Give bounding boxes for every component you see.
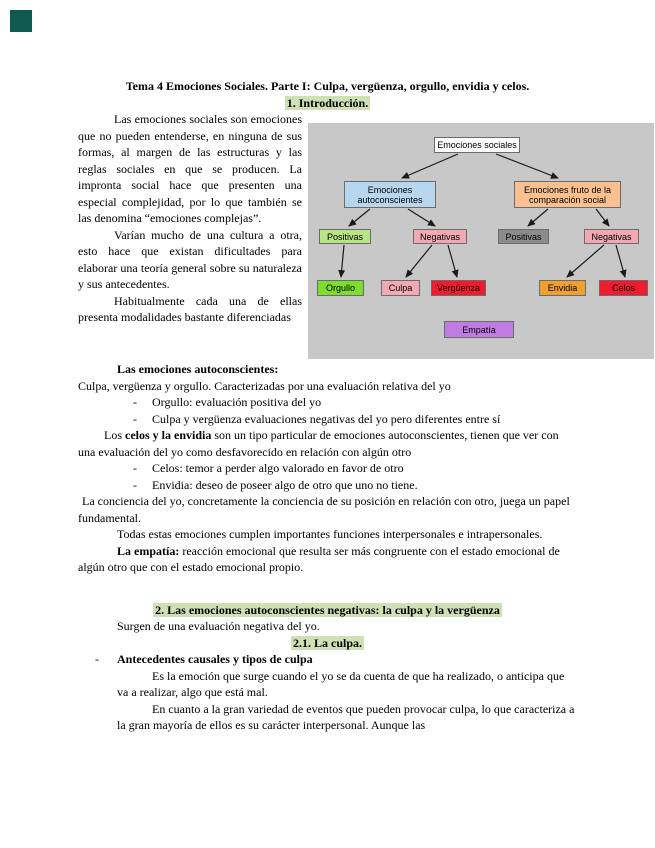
autoconscientes-heading: Las emociones autoconscientes: xyxy=(78,361,577,378)
diagram-node-verguenza: Vergüenza xyxy=(431,280,486,296)
list-item-text: Celos: temor a perder algo valorado en f… xyxy=(152,461,404,475)
intro-paragraph-1: Las emociones sociales son emociones que… xyxy=(78,112,302,225)
diagram-node-positivas-derecha: Positivas xyxy=(498,229,549,244)
list-item-text: Culpa y vergüenza evaluaciones negativas… xyxy=(152,411,501,426)
section-2-heading-row: 2. Las emociones autoconscientes negativ… xyxy=(78,602,577,619)
conciencia-paragraph: La conciencia del yo, concretamente la c… xyxy=(78,494,570,525)
section-2-1-heading: 2.1. La culpa. xyxy=(290,635,364,650)
list-item-text: Orgullo: evaluación positiva del yo xyxy=(152,395,322,409)
celos-envidia-post: son un tipo particular de emociones auto… xyxy=(78,428,559,459)
intro-paragraph-2: Varían mucho de una cultura a otra, esto… xyxy=(78,227,302,292)
vertical-spacer xyxy=(78,576,577,602)
diagram-node-celos: Celos xyxy=(599,280,648,296)
culpa-paragraph-1: Es la emoción que surge cuando el yo se … xyxy=(117,668,565,700)
diagram-node-orgullo: Orgullo xyxy=(317,280,364,296)
antecedentes-heading-text: Antecedentes causales y tipos de culpa xyxy=(117,652,313,666)
celos-envidia-bold: celos y la envidia xyxy=(125,428,212,442)
intro-paragraph-3: Habitualmente cada una de ellas presenta… xyxy=(78,293,302,325)
celos-envidia-paragraph: Los celos y la envidia son un tipo parti… xyxy=(78,427,577,460)
section-1-heading: 1. Introducción. xyxy=(284,95,371,110)
list-item-envidia: - Envidia: deseo de poseer algo de otro … xyxy=(78,477,577,494)
empatia-rest: reacción emocional que resulta ser más c… xyxy=(78,543,560,575)
autoconscientes-heading-text: Las emociones autoconscientes: xyxy=(117,362,279,376)
culpa-section-text: Es la emoción que surge cuando el yo se … xyxy=(117,668,577,734)
brand-logo-square xyxy=(10,10,32,32)
diagram-node-emociones-autoconscientes: Emociones autoconscientes xyxy=(344,181,436,208)
list-item-culpa-verguenza: - Culpa y vergüenza evaluaciones negativ… xyxy=(78,411,577,428)
section-2-1-heading-row: 2.1. La culpa. xyxy=(78,635,577,652)
diagram-node-envidia: Envidia xyxy=(539,280,586,296)
list-item-celos: - Celos: temor a perder algo valorado en… xyxy=(78,460,577,477)
bullet-dash: - xyxy=(133,477,137,492)
diagram-arrows xyxy=(338,153,627,278)
section-1-heading-row: 1. Introducción. xyxy=(78,95,577,112)
introduction-column: Las emociones sociales son emociones que… xyxy=(78,111,302,361)
list-item-orgullo: - Orgullo: evaluación positiva del yo xyxy=(78,394,577,411)
diagram-node-emociones-sociales: Emociones sociales xyxy=(434,137,520,153)
diagram-node-negativas-derecha: Negativas xyxy=(584,229,639,244)
empatia-bold: La empatía: xyxy=(117,543,180,558)
bullet-dash: - xyxy=(133,411,137,426)
celos-envidia-pre: Los xyxy=(104,428,125,442)
document-content: Tema 4 Emociones Sociales. Parte I: Culp… xyxy=(78,79,577,734)
section-2-heading: 2. Las emociones autoconscientes negativ… xyxy=(153,602,502,617)
bullet-dash: - xyxy=(95,652,99,666)
funciones-paragraph: Todas estas emociones cumplen importante… xyxy=(117,527,543,541)
diagram-node-empatia: Empatía xyxy=(444,321,514,338)
empatia-paragraph: La empatía: reacción emocional que resul… xyxy=(78,543,577,576)
page-title: Tema 4 Emociones Sociales. Parte I: Culp… xyxy=(125,79,530,93)
bullet-dash: - xyxy=(133,461,137,475)
surgen-line: Surgen de una evaluación negativa del yo… xyxy=(117,619,320,633)
diagram-node-comparacion-social: Emociones fruto de la comparación social xyxy=(514,181,621,208)
diagram-node-positivas-izquierda: Positivas xyxy=(319,229,371,244)
diagram-node-culpa: Culpa xyxy=(381,280,420,296)
culpa-paragraph-2: En cuanto a la gran variedad de eventos … xyxy=(117,701,575,733)
emociones-sociales-diagram: Emociones sociales Emociones autoconscie… xyxy=(308,123,654,359)
bullet-dash: - xyxy=(133,395,137,409)
list-item-text: Envidia: deseo de poseer algo de otro qu… xyxy=(152,477,418,492)
diagram-node-negativas-izquierda: Negativas xyxy=(413,229,467,244)
antecedentes-heading-item: - Antecedentes causales y tipos de culpa xyxy=(78,651,577,668)
autoconscientes-description: Culpa, vergüenza y orgullo. Caracterizad… xyxy=(78,378,451,393)
